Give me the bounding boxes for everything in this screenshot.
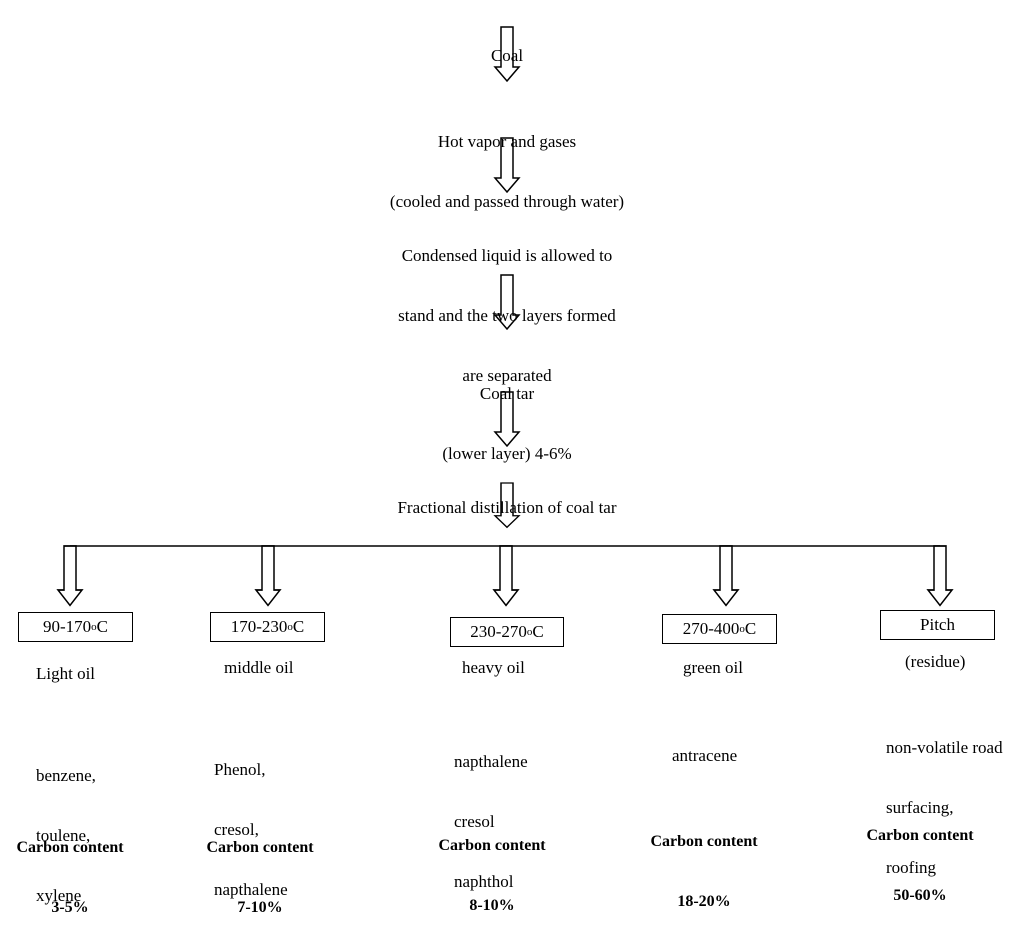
fraction-1-name: Light oil [36, 664, 96, 683]
step-coal-tar: Coal tar (lower layer) 4-6% [442, 384, 572, 463]
fraction-3-name: heavy oil [462, 658, 525, 677]
arrow-branch-4 [713, 545, 739, 607]
arrow-branch-2 [255, 545, 281, 607]
step-coal: Coal [490, 46, 524, 65]
arrow-branch-3 [493, 545, 519, 607]
fraction-2-name: middle oil [224, 658, 294, 677]
fraction-3-carbon-content: Carbon content 8-10% [438, 837, 546, 914]
fraction-5-carbon-content: Carbon content 50-60% [866, 827, 974, 904]
step-fractional-distillation: Fractional distillation of coal tar [397, 498, 617, 517]
fraction-2-carbon-content: Carbon content 7-10% [206, 839, 314, 916]
step-condensed-liquid: Condensed liquid is allowed to stand and… [398, 246, 616, 385]
arrow-branch-5 [927, 545, 953, 607]
fraction-5-pitch-box: Pitch [880, 610, 995, 640]
fraction-4-products: antracene [672, 746, 738, 765]
arrow-branch-1 [57, 545, 83, 607]
step-hot-vapor: Hot vapor and gases (cooled and passed t… [389, 132, 625, 211]
fraction-4-name: green oil [683, 658, 743, 677]
fraction-1-carbon-content: Carbon content 3-5% [16, 839, 124, 916]
fraction-5-name: (residue) [905, 652, 966, 671]
fraction-4-carbon-content: Carbon content 18-20% [650, 833, 758, 910]
arrow-layer [57, 26, 953, 607]
